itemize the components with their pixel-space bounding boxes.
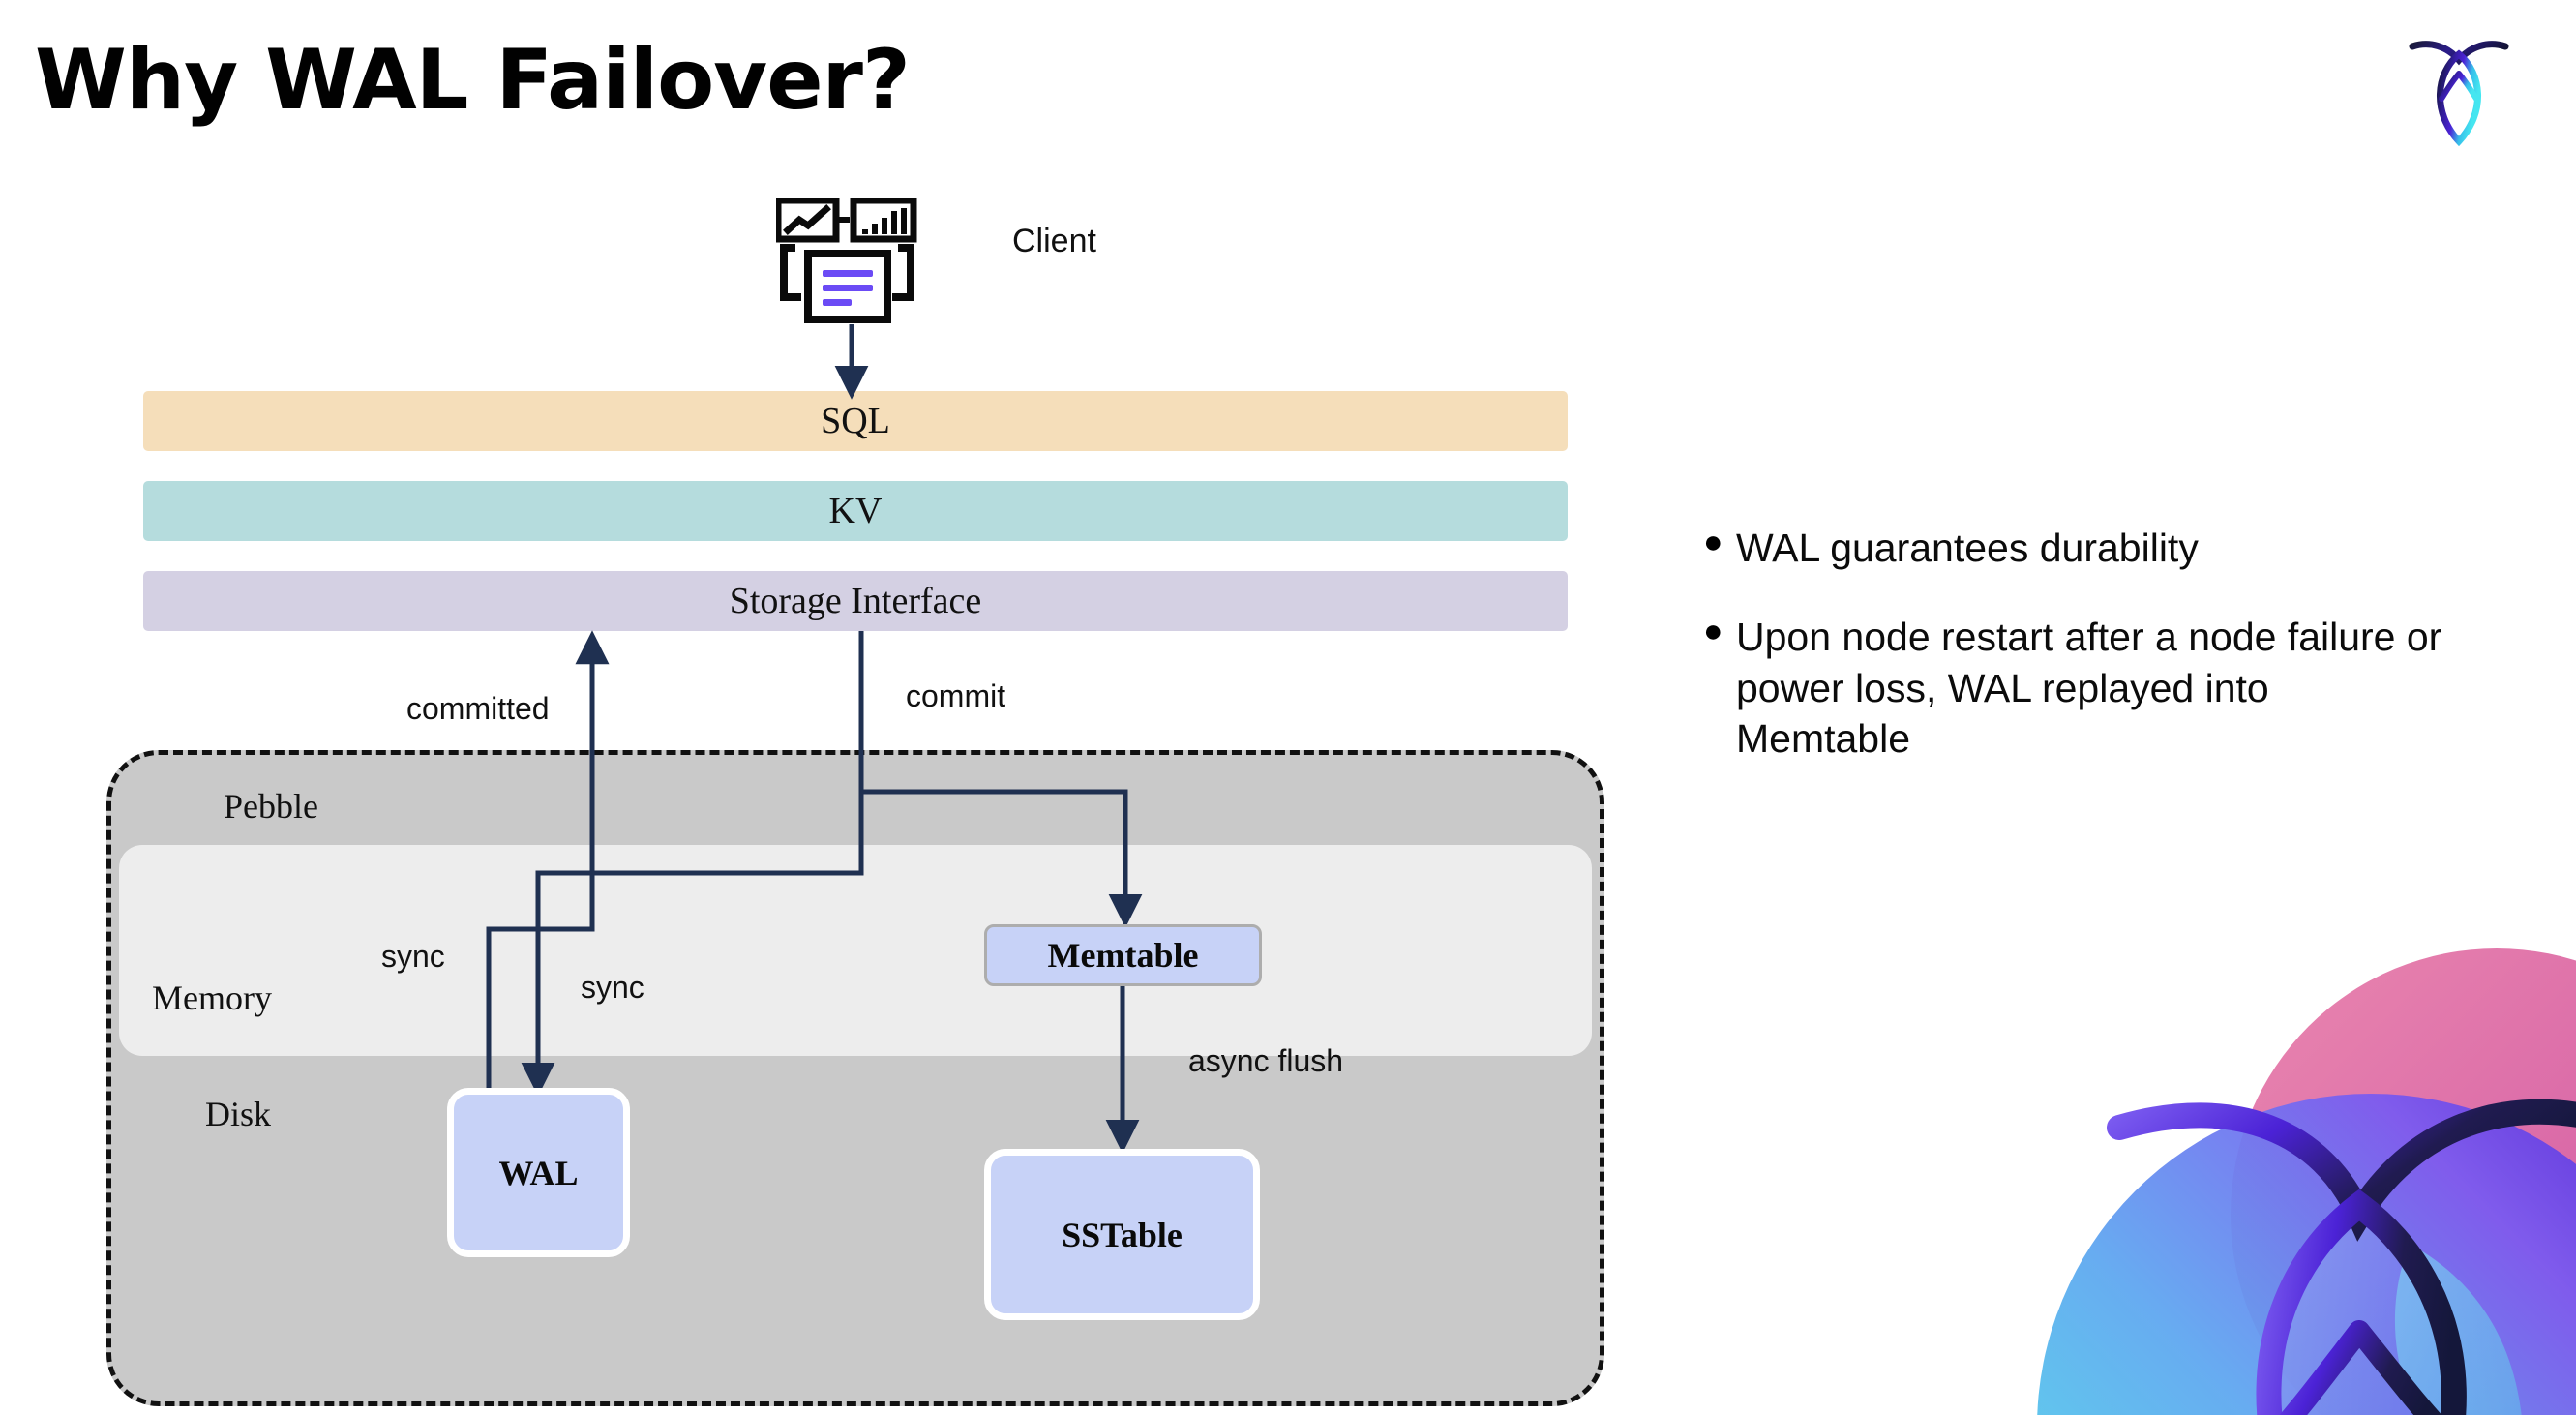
wal-label: WAL <box>498 1153 579 1192</box>
list-item: ● WAL guarantees durability <box>1703 523 2506 573</box>
sstable-node: SSTable <box>984 1149 1260 1320</box>
kv-layer-bar: KV <box>143 481 1568 541</box>
memory-label: Memory <box>152 978 272 1017</box>
committed-edge-label: committed <box>406 691 550 726</box>
memtable-label: Memtable <box>1047 936 1199 975</box>
architecture-diagram: Client SQL KV Storage Interface Pebble M… <box>106 196 1604 1406</box>
bullet-text: WAL guarantees durability <box>1736 526 2199 570</box>
kv-layer-label: KV <box>828 491 883 531</box>
bullet-marker-icon: ● <box>1703 524 1723 560</box>
memtable-node: Memtable <box>984 924 1262 986</box>
pebble-label: Pebble <box>224 787 318 826</box>
page-title: Why WAL Failover? <box>35 32 911 129</box>
commit-edge-label: commit <box>906 678 1006 713</box>
decorative-logo-art <box>1955 924 2576 1415</box>
sstable-label: SSTable <box>1062 1215 1183 1254</box>
bullet-list: ● WAL guarantees durability ● Upon node … <box>1703 523 2506 803</box>
sql-layer-label: SQL <box>821 401 890 441</box>
disk-label: Disk <box>205 1095 272 1133</box>
bullet-marker-icon: ● <box>1703 613 1723 650</box>
sync-edge-a-label: sync <box>381 939 445 974</box>
client-label: Client <box>1012 223 1096 259</box>
bullet-text: Upon node restart after a node failure o… <box>1736 615 2442 762</box>
list-item: ● Upon node restart after a node failure… <box>1703 612 2506 764</box>
storage-interface-bar: Storage Interface <box>143 571 1568 631</box>
memory-region <box>119 845 1592 1056</box>
cockroach-logo <box>2407 31 2511 147</box>
sync-edge-b-label: sync <box>581 970 644 1005</box>
diagram-edges <box>486 324 1143 1154</box>
sql-layer-bar: SQL <box>143 391 1568 451</box>
storage-interface-label: Storage Interface <box>729 581 982 621</box>
client-dashboard-icon <box>774 196 927 324</box>
wal-node: WAL <box>447 1088 630 1257</box>
async-flush-edge-label: async flush <box>1188 1043 1344 1078</box>
